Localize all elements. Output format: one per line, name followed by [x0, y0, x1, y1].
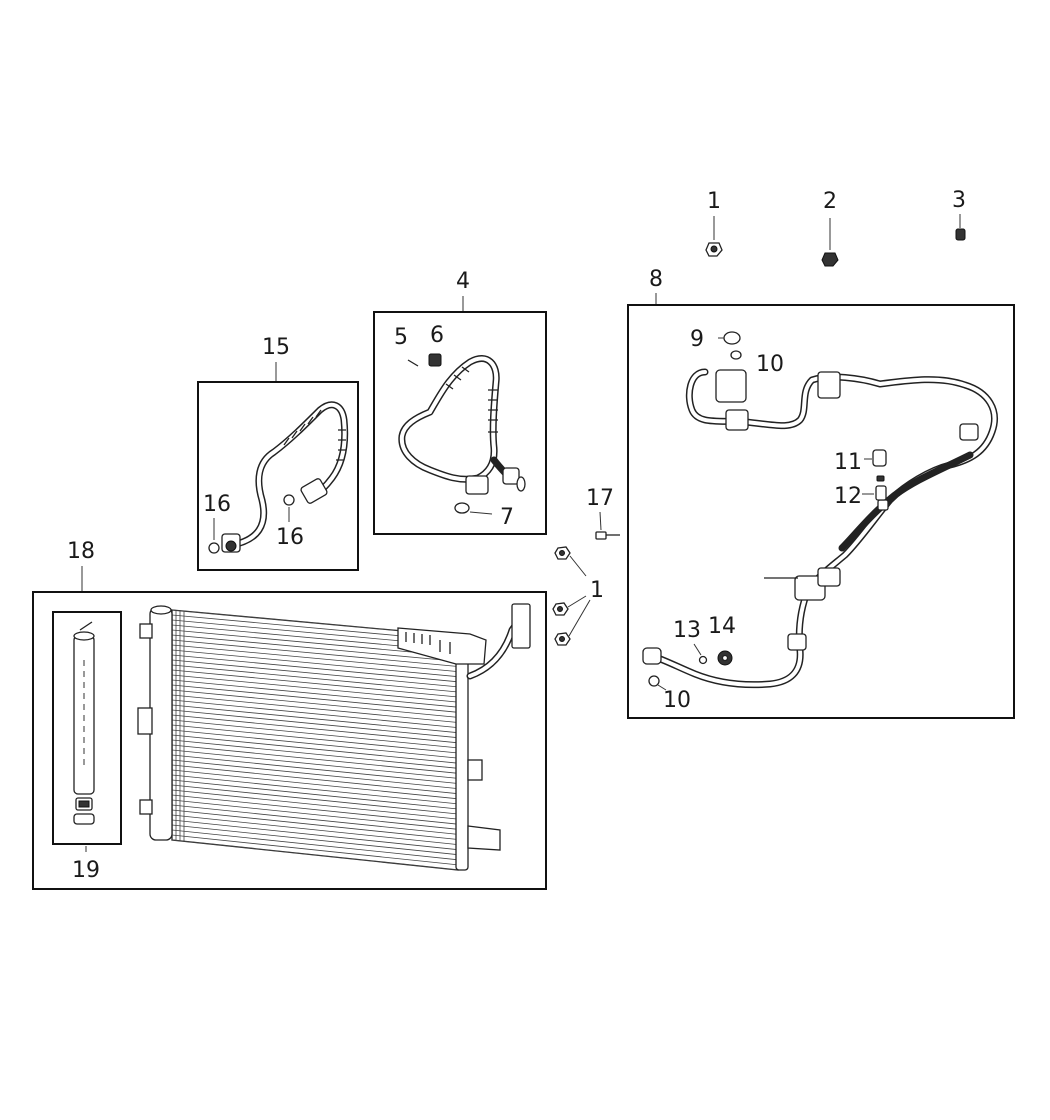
condenser-fin-line — [171, 774, 459, 805]
callout-12: 12 — [834, 484, 862, 509]
callout-1-lower: 1 — [590, 578, 604, 603]
o-ring-13[interactable] — [693, 643, 708, 665]
condenser-fin-line — [171, 669, 459, 698]
callout-4: 4 — [456, 269, 470, 294]
condenser-fin-line — [171, 839, 459, 871]
ac-line-assembly-8[interactable] — [642, 368, 998, 689]
callout-13: 13 — [673, 618, 701, 643]
condenser-fin-line — [171, 659, 459, 688]
callout-9: 9 — [690, 327, 704, 352]
callout-10-top: 10 — [756, 352, 784, 377]
fastener-nut-1-top[interactable] — [705, 216, 723, 257]
condenser-fin-line — [171, 814, 459, 845]
condenser-fin-line — [171, 749, 459, 779]
condenser-fin-line — [171, 654, 459, 683]
callout-5: 5 — [394, 325, 408, 350]
condenser-fin-line — [171, 824, 459, 856]
liquid-line-hose-15[interactable] — [221, 401, 349, 553]
callout-15: 15 — [262, 335, 290, 360]
callout-16-right: 16 — [276, 525, 304, 550]
fastener-nut-1-b[interactable] — [552, 602, 569, 616]
o-ring-16-left[interactable] — [208, 518, 220, 554]
condenser-fin-line — [171, 699, 459, 728]
group-8-frame — [627, 304, 1015, 719]
condenser-fin-line — [171, 694, 459, 723]
callout-10-bottom: 10 — [663, 688, 691, 713]
condenser-fin-line — [171, 674, 459, 703]
group-19-frame — [52, 611, 122, 845]
callout-2: 2 — [823, 189, 837, 214]
valve-core-12[interactable] — [862, 475, 887, 501]
condenser-fin-line — [171, 739, 459, 769]
condenser-fin-line — [171, 834, 459, 866]
callout-17: 17 — [586, 486, 614, 511]
condenser-fin-line — [171, 804, 459, 835]
condenser-fin-line — [171, 734, 459, 764]
condenser-fin-line — [171, 709, 459, 739]
condenser-fin-line — [171, 819, 459, 851]
group-18-frame — [32, 591, 547, 890]
callout-8: 8 — [649, 267, 663, 292]
condenser-fin-line — [171, 829, 459, 861]
condenser-fin-line — [171, 704, 459, 734]
valve-cap-11[interactable] — [864, 449, 887, 467]
leaders-1-lower — [567, 555, 591, 637]
callout-16-left: 16 — [203, 492, 231, 517]
condenser-fin-line — [171, 799, 459, 830]
condenser-18[interactable] — [137, 603, 531, 871]
condenser-fin-line — [171, 679, 459, 708]
condenser-fin-line — [171, 794, 459, 825]
pin-5[interactable] — [407, 359, 419, 367]
nut-14[interactable] — [717, 650, 733, 666]
o-ring-10-bottom[interactable] — [648, 675, 667, 691]
bolt-17[interactable] — [595, 511, 620, 540]
group-15-frame — [197, 381, 359, 571]
condenser-fin-line — [171, 779, 459, 810]
callout-3: 3 — [952, 188, 966, 213]
condenser-fin-line — [171, 689, 459, 718]
condenser-fin-line — [171, 664, 459, 693]
condenser-fin-line — [171, 789, 459, 820]
condenser-fin-line — [171, 744, 459, 774]
callout-1-top: 1 — [707, 189, 721, 214]
condenser-fin-line — [171, 729, 459, 759]
condenser-fin-line — [171, 764, 459, 795]
condenser-fin-line — [171, 634, 459, 662]
condenser-fin-line — [171, 649, 459, 678]
condenser-fin-line — [171, 759, 459, 789]
condenser-fin-line — [171, 684, 459, 713]
group-4-frame — [373, 311, 547, 535]
callout-19: 19 — [72, 858, 100, 883]
condenser-fin-line — [171, 714, 459, 744]
o-ring-10-top[interactable] — [730, 350, 742, 360]
receiver-drier-19[interactable] — [73, 621, 95, 825]
condenser-fin-line — [171, 769, 459, 800]
o-ring-16-right[interactable] — [283, 494, 295, 522]
condenser-fin-line — [171, 809, 459, 840]
condenser-fin-line — [171, 784, 459, 815]
o-ring-9[interactable] — [718, 331, 741, 345]
callout-7: 7 — [500, 505, 514, 530]
fastener-clip-3[interactable] — [955, 214, 966, 241]
callout-11: 11 — [834, 450, 862, 475]
condenser-fin-line — [171, 644, 459, 672]
condenser-fin-line — [171, 754, 459, 784]
cap-6[interactable] — [428, 353, 442, 367]
callout-18: 18 — [67, 539, 95, 564]
suction-line-hose-4[interactable] — [398, 355, 520, 495]
callout-14: 14 — [708, 614, 736, 639]
condenser-fin-line — [171, 639, 459, 667]
condenser-fin-line — [171, 724, 459, 754]
condenser-fin-line — [171, 719, 459, 749]
o-ring-7[interactable] — [454, 476, 526, 515]
callout-6: 6 — [430, 323, 444, 348]
fastener-nut-2[interactable] — [821, 218, 839, 267]
fastener-nut-1-a[interactable] — [554, 546, 571, 560]
fastener-nut-1-c[interactable] — [554, 632, 571, 646]
